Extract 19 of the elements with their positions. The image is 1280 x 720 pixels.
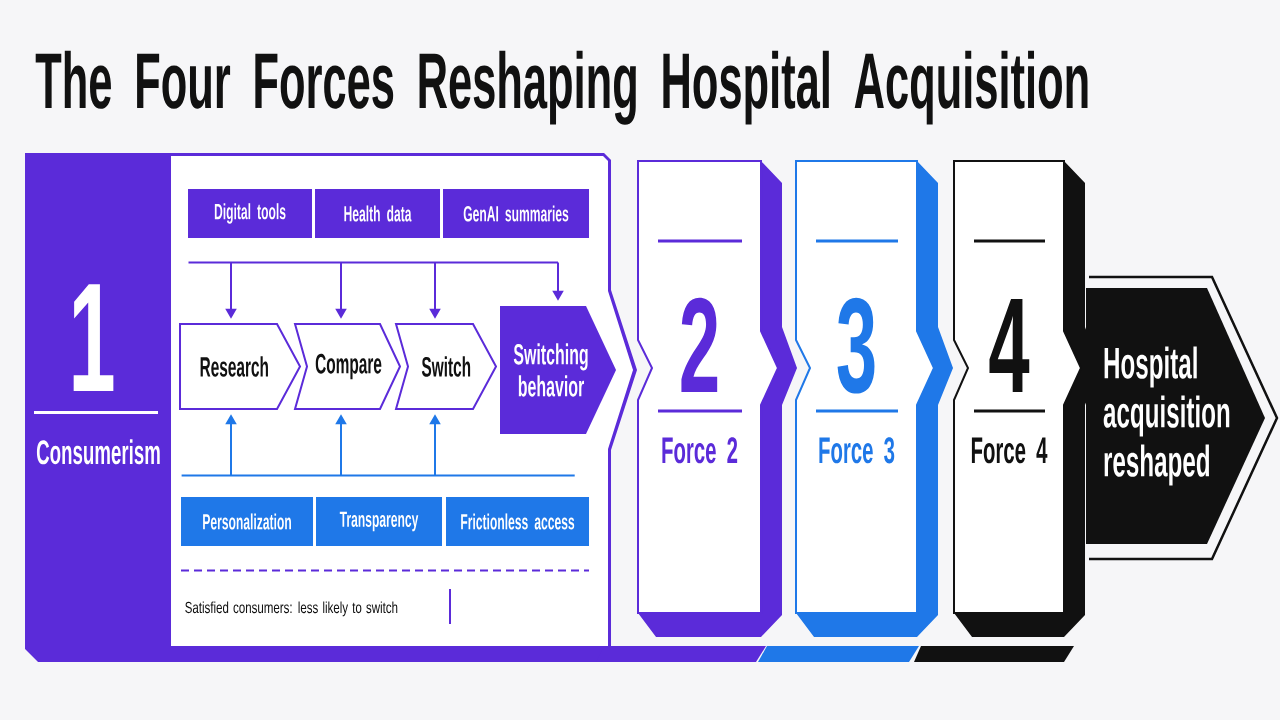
tag-box: Health data (315, 189, 440, 238)
tag-box: Digital tools (188, 189, 312, 238)
connector-line (187, 261, 559, 264)
diagram-title: The Four Forces Reshaping Hospital Acquisition (35, 50, 1088, 125)
outcome-step: Switching behavior (500, 306, 616, 434)
process-step: Switch (394, 323, 498, 410)
panel-number: 1 (73, 284, 114, 391)
tag-box: GenAI summaries (443, 189, 589, 238)
tag-box: Personalization (181, 497, 313, 546)
connector-line (180, 474, 576, 477)
tag-box: Transparency (316, 497, 442, 546)
panel-heading: Consumerism (36, 439, 160, 465)
process-step: Compare (293, 323, 402, 410)
tag-box: Frictionless access (446, 497, 589, 546)
node-label: Hospital acquisition reshaped (1103, 346, 1230, 486)
panel-label: Force 4 (971, 437, 1048, 464)
panel-number: 4 (989, 299, 1030, 392)
process-step: Research (179, 323, 302, 410)
note-text: Satisfied consumers: less likely to switch (185, 601, 398, 617)
